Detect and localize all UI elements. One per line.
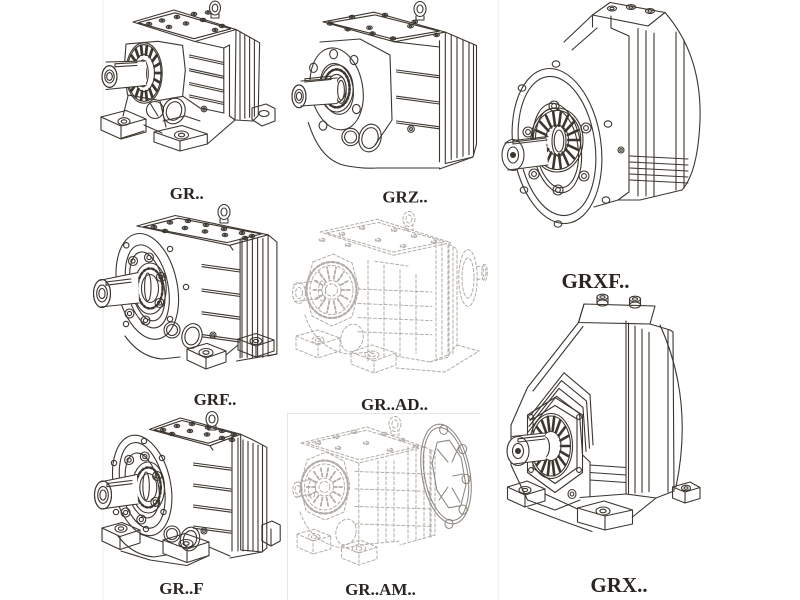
svg-text:GRF..: GRF.. bbox=[194, 390, 237, 409]
svg-text:GRZ..: GRZ.. bbox=[382, 188, 427, 207]
svg-text:GR..F: GR..F bbox=[159, 579, 203, 598]
svg-text:GR..AD..: GR..AD.. bbox=[361, 395, 428, 414]
svg-text:GR..AM..: GR..AM.. bbox=[345, 580, 416, 599]
svg-text:GRXF..: GRXF.. bbox=[561, 269, 629, 293]
svg-text:GR..: GR.. bbox=[170, 184, 204, 203]
svg-text:GRX..: GRX.. bbox=[590, 573, 647, 597]
